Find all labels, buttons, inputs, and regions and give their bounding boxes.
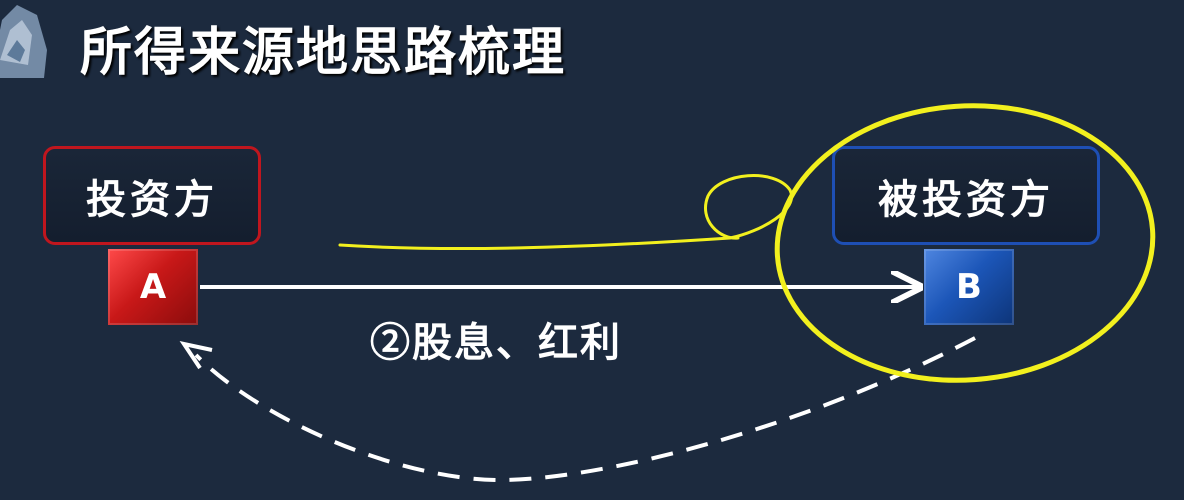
node-a: A (108, 249, 198, 325)
dividend-flow-label: ②股息、红利 (370, 319, 622, 366)
dashed-return-arrow (194, 336, 976, 483)
slide-title: 所得来源地思路梳理 (80, 22, 567, 83)
investor-box: 投资方 (43, 146, 261, 245)
logo-icon (0, 5, 47, 78)
annotation-circle (774, 103, 1156, 383)
dashed-arrowhead (179, 341, 213, 370)
annotation-underline (338, 174, 794, 251)
node-b: B (924, 249, 1014, 325)
investee-box: 被投资方 (832, 146, 1100, 245)
